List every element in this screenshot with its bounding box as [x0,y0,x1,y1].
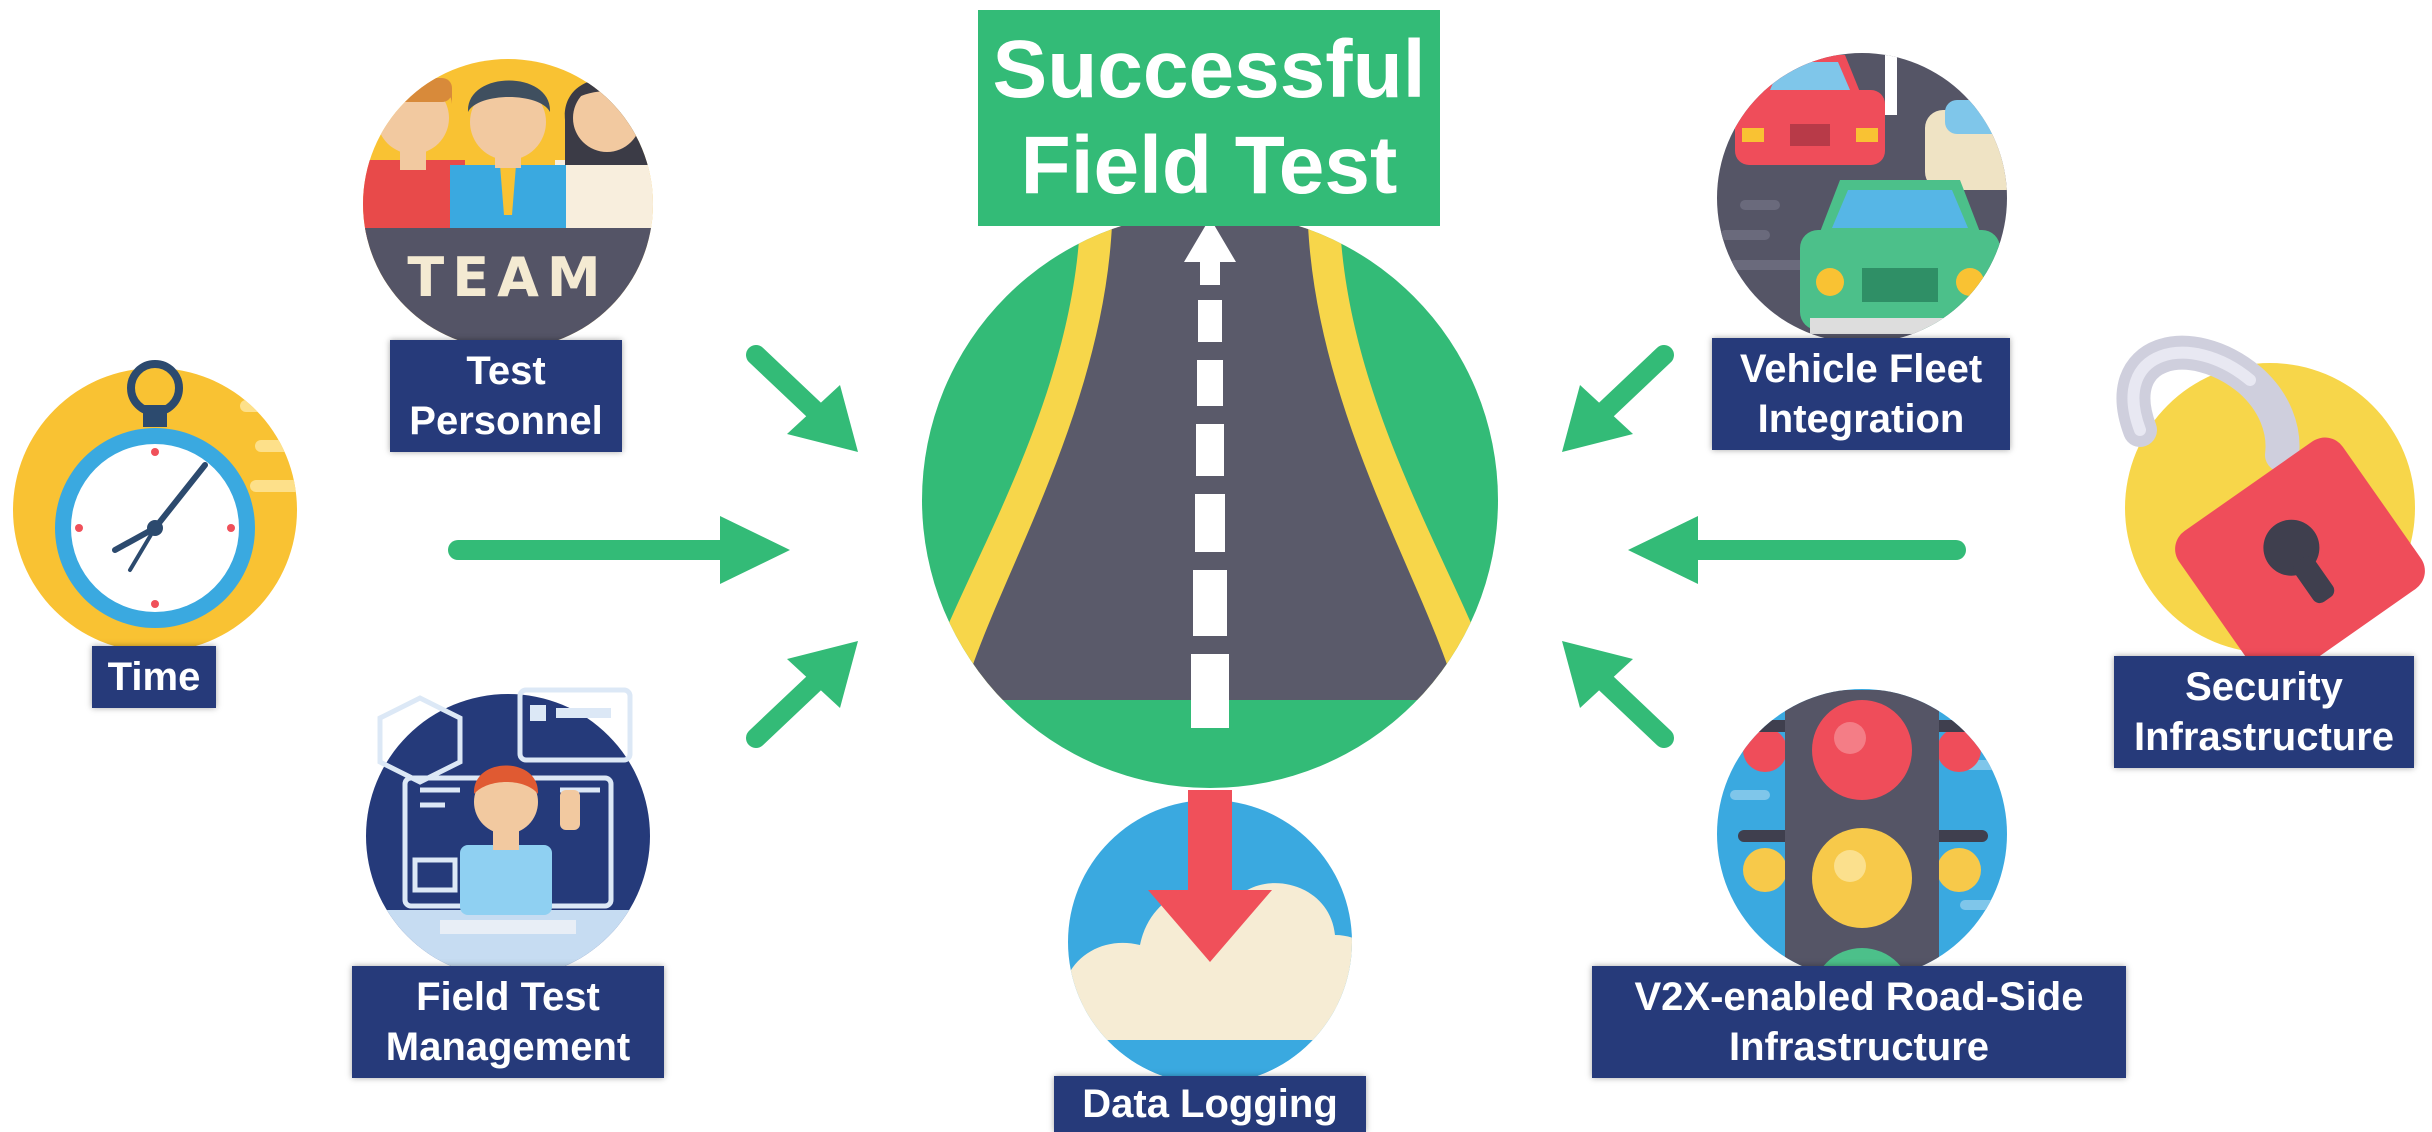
label-test-personnel: Test Personnel [390,340,622,452]
label-security: Security Infrastructure [2114,656,2414,768]
team-icon: TEAM [363,59,653,349]
arrow-time-to-center [448,516,790,584]
label-test-personnel-line2: Personnel [409,399,603,443]
stopwatch-icon [13,360,297,652]
label-security-line2: Infrastructure [2133,715,2395,759]
label-time-text: Time [107,655,201,699]
label-data-logging: Data Logging [1054,1076,1366,1132]
connector-arrows [448,345,1966,748]
arrow-fleet-to-center [1562,345,1674,452]
label-vehicle-fleet-line2: Integration [1757,397,1965,441]
diagram-title: Successful Field Test [978,10,1440,226]
label-time: Time [92,646,216,708]
label-v2x-line2: Infrastructure [1728,1025,1990,1069]
label-field-test-management-line2: Management [385,1025,631,1069]
title-line-2: Field Test [1020,120,1398,211]
label-field-test-management-line1: Field Test [416,975,600,1019]
label-security-line1: Security [2185,665,2343,709]
road-icon [922,212,1498,788]
label-data-logging-text: Data Logging [1082,1082,1338,1126]
label-test-personnel-line1: Test [466,349,546,393]
label-v2x: V2X-enabled Road-Side Infrastructure [1592,966,2126,1078]
title-line-1: Successful [992,24,1426,115]
team-badge-text: TEAM [407,246,608,309]
arrow-security-to-center [1628,516,1966,584]
label-field-test-management: Field Test Management [352,966,664,1078]
padlock-icon [2116,335,2425,683]
engineer-dashboard-icon [366,687,650,978]
label-vehicle-fleet-line1: Vehicle Fleet [1739,347,1983,391]
arrow-personnel-to-center [746,345,858,452]
arrow-v2x-to-center [1562,641,1674,748]
vehicles-icon [1717,53,2007,343]
arrow-management-to-center [746,641,858,748]
cloud-download-icon [1068,790,1352,1084]
label-v2x-line1: V2X-enabled Road-Side [1634,975,2084,1019]
label-vehicle-fleet: Vehicle Fleet Integration [1712,338,2010,450]
